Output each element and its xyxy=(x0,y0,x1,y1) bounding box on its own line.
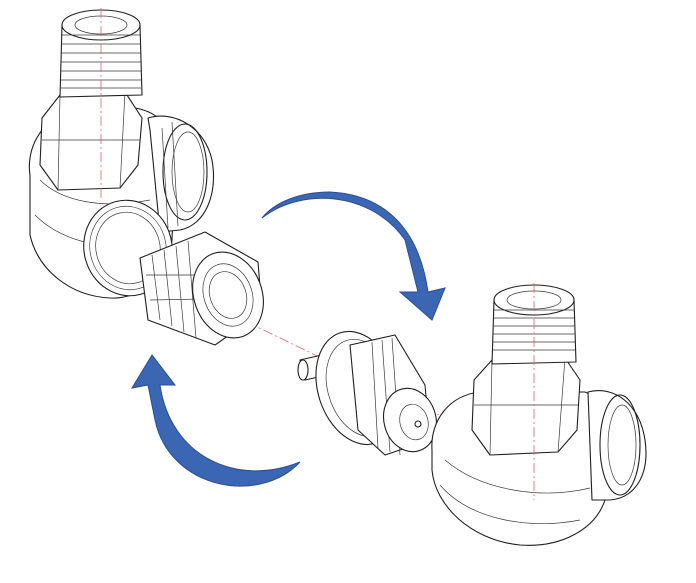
rotation-arrow-upper xyxy=(261,191,446,321)
rotation-arrow-lower xyxy=(130,354,301,487)
valve-insert-cone xyxy=(297,330,437,456)
elbow-fitting-right xyxy=(431,283,647,546)
threaded-insert-adapter xyxy=(139,231,264,346)
elbow-fitting-left xyxy=(28,8,214,299)
